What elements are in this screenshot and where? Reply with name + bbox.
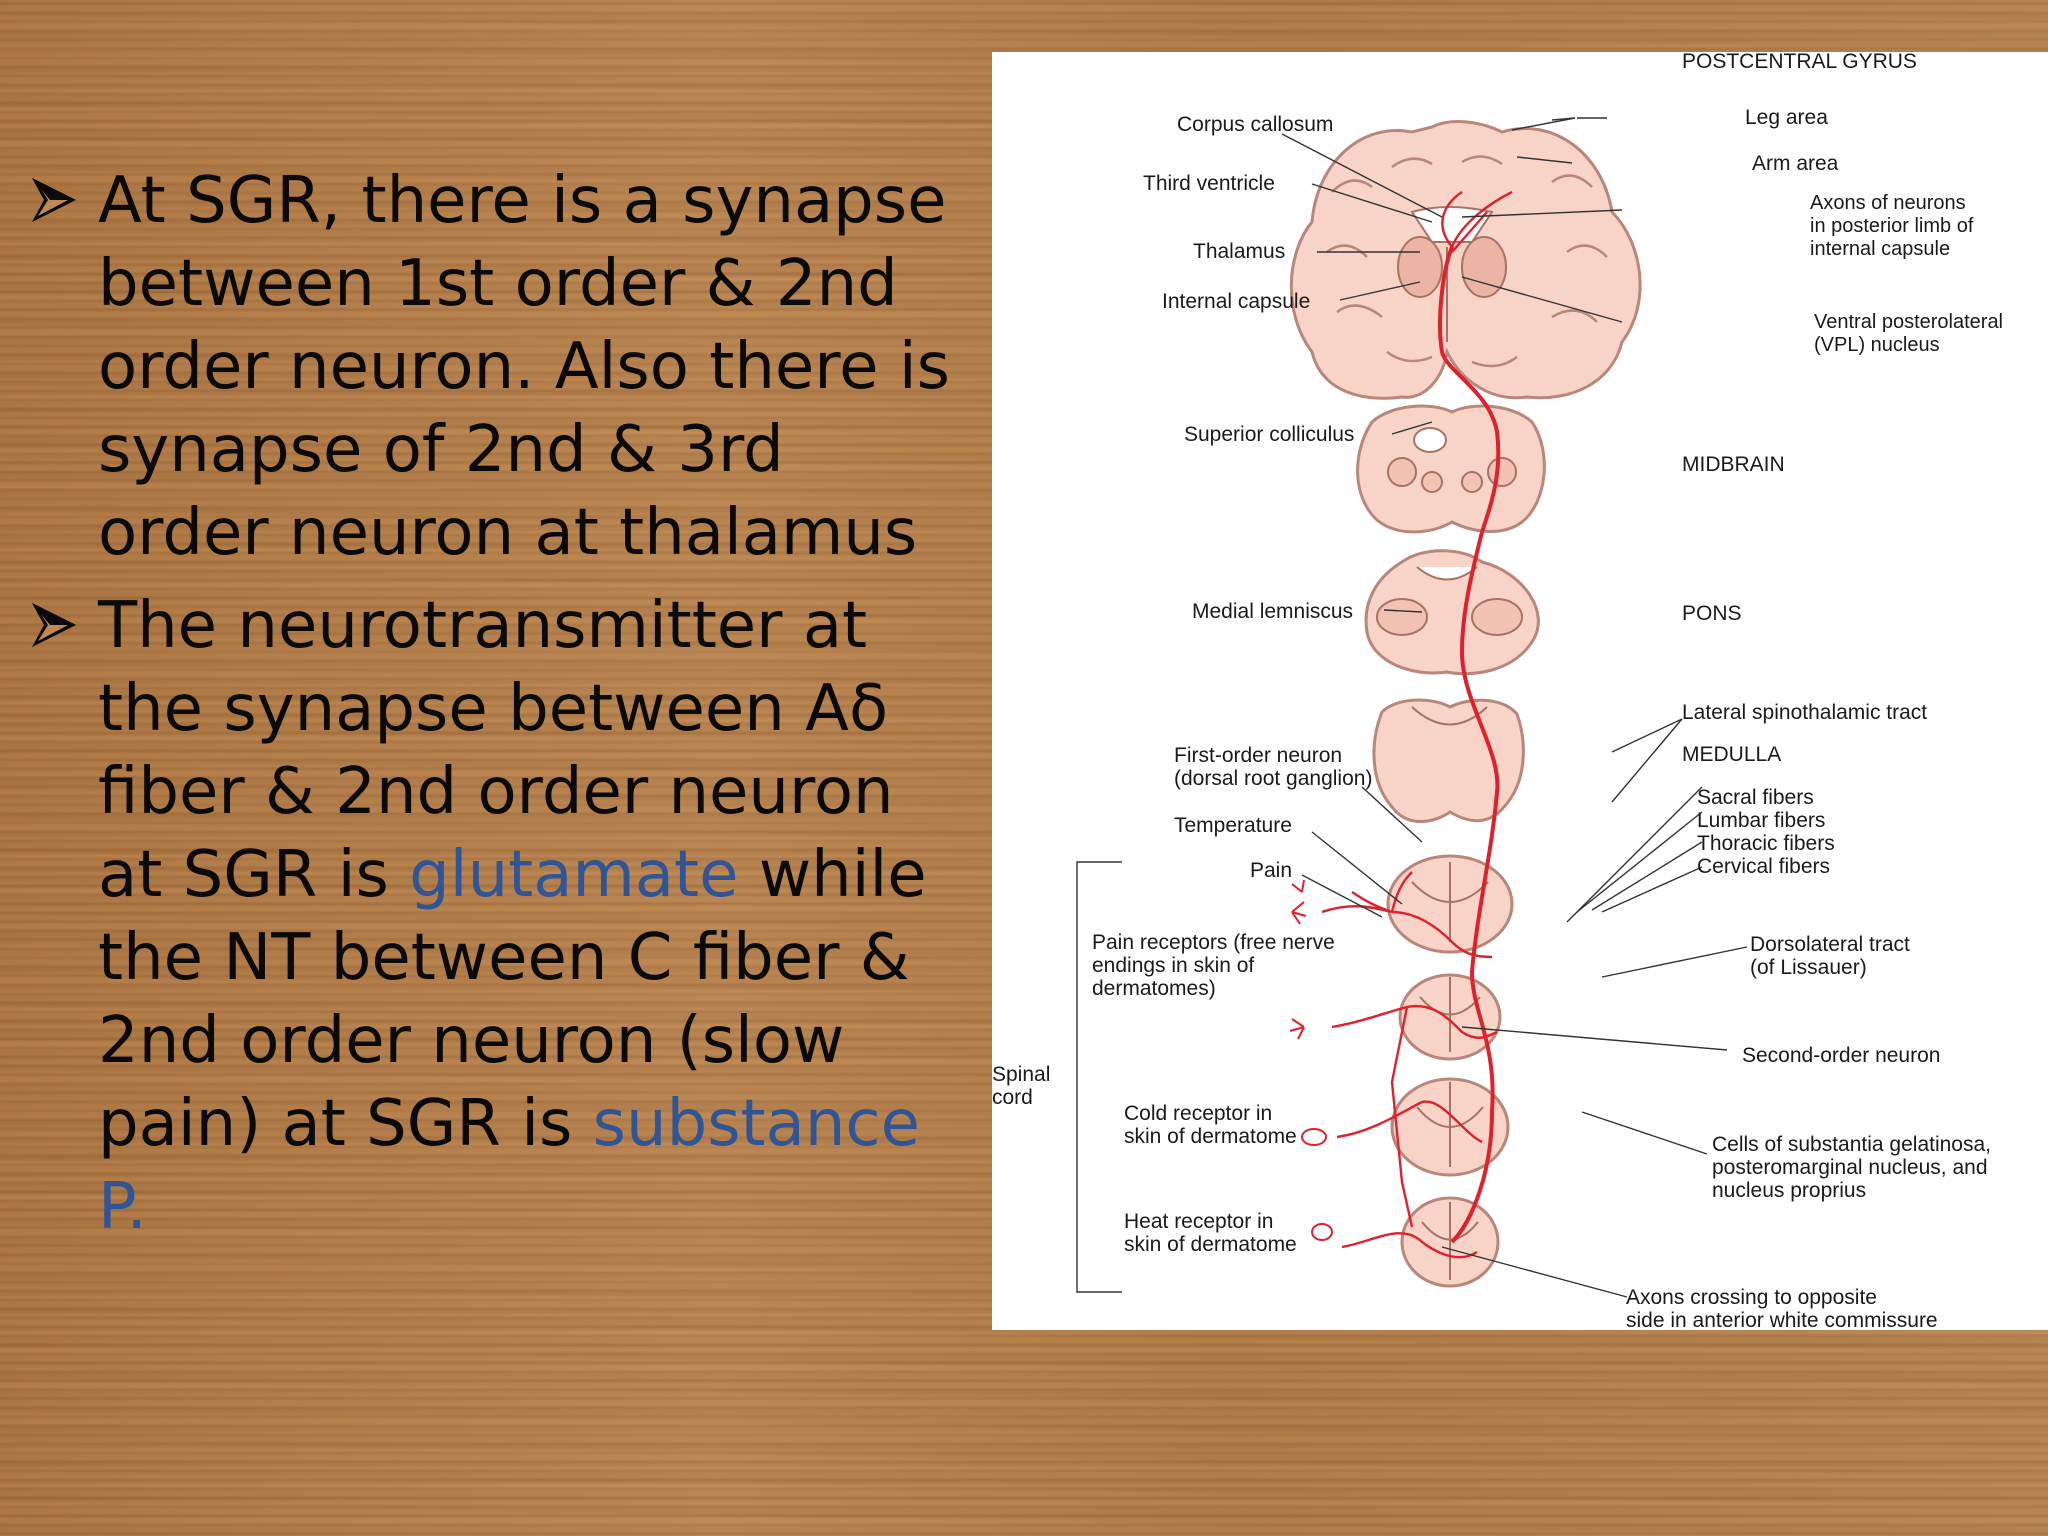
bullet-text: At SGR, there is a synapse between 1st o… (98, 164, 950, 570)
label-medulla: MEDULLA (1682, 743, 1781, 766)
label-axons-1: Axons of neurons (1810, 192, 1966, 214)
bullet-item-neurotransmitter: The neurotransmitter at the synapse betw… (28, 585, 968, 1249)
label-axons-2: in posterior limb of (1810, 215, 1974, 237)
label-crossing-2: side in anterior white commissure (1626, 1309, 1938, 1330)
label-lumbar-fibers: Lumbar fibers (1697, 809, 1825, 832)
label-pain: Pain (1250, 859, 1292, 882)
pain-pathway-tracts (1321, 190, 1513, 1259)
arrow-bullet-icon (32, 603, 76, 647)
label-cold-1: Cold receptor in (1124, 1102, 1272, 1125)
label-axons-3: internal capsule (1810, 238, 1950, 260)
label-internal-capsule: Internal capsule (1162, 290, 1310, 313)
label-thoracic-fibers: Thoracic fibers (1697, 832, 1835, 855)
pons-section (1364, 549, 1540, 676)
leader-lines (1281, 117, 1748, 1298)
label-medial-lemniscus: Medial lemniscus (1192, 600, 1353, 623)
label-midbrain: MIDBRAIN (1682, 453, 1785, 476)
label-pain-receptors-2: endings in skin of (1092, 954, 1254, 977)
label-superior-colliculus: Superior colliculus (1184, 423, 1354, 446)
bullet-text-part-b: while the NT between C fiber & 2nd order… (98, 838, 927, 1161)
label-spinal-2: cord (992, 1086, 1033, 1109)
label-second-order-neuron: Second-order neuron (1742, 1044, 1940, 1067)
spinal-cord-bracket (1076, 861, 1122, 1293)
label-heat-2: skin of dermatome (1124, 1233, 1297, 1256)
label-pons: PONS (1682, 602, 1742, 625)
label-first-order-2: (dorsal root ganglion) (1174, 767, 1372, 790)
midbrain-section (1356, 404, 1546, 534)
figure-labels: POSTCENTRAL GYRUS Corpus callosum Leg ar… (992, 52, 2003, 1330)
arrow-bullet-icon (32, 178, 76, 222)
bullet-item-synapse: At SGR, there is a synapse between 1st o… (28, 160, 968, 575)
label-dorsolateral-1: Dorsolateral tract (1750, 933, 1910, 956)
label-crossing-1: Axons crossing to opposite (1626, 1286, 1877, 1309)
label-third-ventricle: Third ventricle (1143, 172, 1275, 195)
label-spinal-1: Spinal (992, 1063, 1050, 1086)
label-cells-2: posteromarginal nucleus, and (1712, 1156, 1988, 1179)
label-temperature: Temperature (1174, 814, 1292, 837)
glutamate-highlight: glutamate (409, 838, 739, 912)
pain-pathway-figure: POSTCENTRAL GYRUS Corpus callosum Leg ar… (992, 52, 2048, 1330)
label-dorsolateral-2: (of Lissauer) (1750, 956, 1867, 979)
label-postcentral-gyrus: POSTCENTRAL GYRUS (1682, 52, 1917, 73)
label-first-order-1: First-order neuron (1174, 744, 1342, 767)
label-cells-3: nucleus proprius (1712, 1179, 1866, 1202)
receptor-endings (1289, 879, 1333, 1241)
label-lateral-spinothalamic: Lateral spinothalamic tract (1682, 701, 1927, 724)
label-thalamus: Thalamus (1193, 240, 1285, 263)
label-pain-receptors-3: dermatomes) (1092, 977, 1216, 1000)
cerebrum-section (1289, 120, 1642, 400)
label-sacral-fibers: Sacral fibers (1697, 786, 1814, 809)
label-vpl-2: (VPL) nucleus (1814, 334, 1940, 356)
bullet-list: At SGR, there is a synapse between 1st o… (28, 160, 968, 1259)
label-cervical-fibers: Cervical fibers (1697, 855, 1830, 878)
label-leg-area: Leg area (1745, 106, 1828, 129)
bullet-text-part-a: The neurotransmitter at the synapse betw… (98, 589, 894, 912)
label-arm-area: Arm area (1752, 152, 1839, 175)
label-pain-receptors-1: Pain receptors (free nerve (1092, 931, 1335, 954)
label-cold-2: skin of dermatome (1124, 1125, 1297, 1148)
label-vpl-1: Ventral posterolateral (1814, 311, 2003, 333)
label-corpus-callosum: Corpus callosum (1177, 113, 1333, 136)
substance-p-highlight: substance P. (98, 1087, 920, 1244)
label-heat-1: Heat receptor in (1124, 1210, 1273, 1233)
pain-pathway-diagram: POSTCENTRAL GYRUS Corpus callosum Leg ar… (992, 52, 2003, 1330)
label-cells-1: Cells of substantia gelatinosa, (1712, 1133, 1991, 1156)
medulla-section (1372, 698, 1525, 823)
